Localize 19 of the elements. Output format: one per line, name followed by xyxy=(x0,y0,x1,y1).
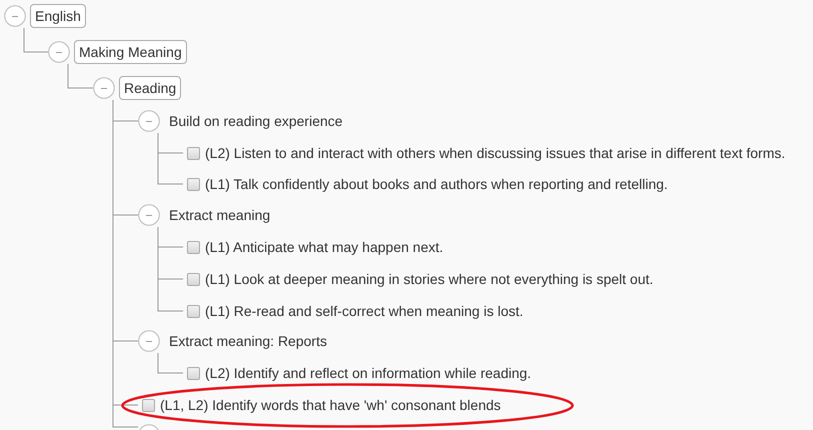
tree-connector xyxy=(24,28,48,52)
topic-label: Reading xyxy=(119,76,182,100)
outcome-text: (L2) Identify and reflect on information while reading. xyxy=(205,364,532,382)
tree-connector xyxy=(158,226,184,312)
outcome-text: (L2) Listen to and interact with others when discussing issues that arise in different text forms. xyxy=(205,144,786,162)
tree-connector xyxy=(68,64,94,88)
outcome-text: (L1) Look at deeper meaning in stories where not everything is spelt out. xyxy=(205,270,654,288)
highlight-ellipse xyxy=(121,383,574,428)
outcome-text: (L1, L2) Identify words that have 'wh' consonant blends xyxy=(160,396,501,414)
topic-text: Extract meaning xyxy=(169,206,270,224)
outcome-text: (L1) Re-read and self-correct when meaning is lost. xyxy=(205,302,524,320)
tree-connector xyxy=(158,132,184,184)
outcome-text: (L1) Talk confidently about books and authors when reporting and retelling. xyxy=(205,175,668,193)
outcome-text: (L1) Anticipate what may happen next. xyxy=(205,238,444,256)
topic-label: Making Meaning xyxy=(74,40,187,64)
topic-text: Build on reading experience xyxy=(169,112,343,130)
topic-text: Extract meaning: Reports xyxy=(169,332,327,350)
topic-label: English xyxy=(30,4,86,28)
tree-connector xyxy=(158,352,184,374)
